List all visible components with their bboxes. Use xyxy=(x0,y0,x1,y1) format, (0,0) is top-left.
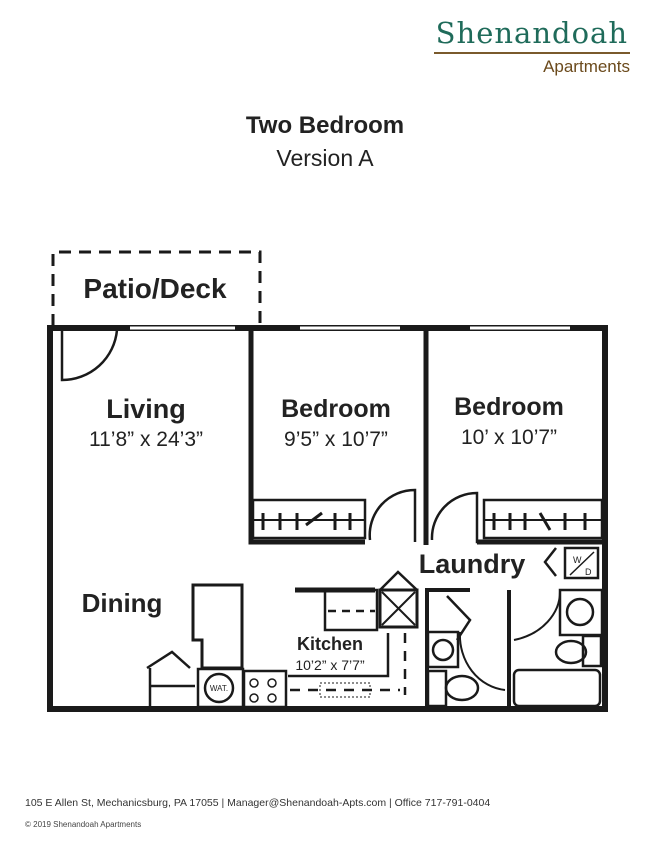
bedroom1-dimensions: 9’5” x 10’7” xyxy=(284,428,388,451)
plan-version: Version A xyxy=(276,145,374,171)
plan-title: Two Bedroom xyxy=(245,112,405,139)
bedroom1-label: Bedroom xyxy=(281,395,391,423)
footer-copyright: © 2019 Shenandoah Apartments xyxy=(25,820,142,829)
logo-name: Shenandoah xyxy=(433,16,630,54)
living-label: Living xyxy=(106,394,186,424)
kitchen-cabinet xyxy=(378,588,419,629)
bathtub xyxy=(512,668,602,708)
kitchen-label: Kitchen xyxy=(297,634,363,654)
logo: Shenandoah Apartments xyxy=(433,16,630,77)
logo-subtitle: Apartments xyxy=(543,57,630,76)
water-heater-label: WAT. xyxy=(210,684,228,693)
laundry-label: Laundry xyxy=(419,549,526,579)
washer-dryer xyxy=(563,546,600,580)
entry-door xyxy=(60,329,119,382)
bedroom2-door xyxy=(430,491,604,544)
dining-label: Dining xyxy=(82,588,163,618)
dryer-label: D xyxy=(585,567,592,577)
bedroom1-door xyxy=(368,488,417,542)
living-dimensions: 11’8” x 24’3” xyxy=(89,428,203,451)
footer-contact: 105 E Allen St, Mechanicsburg, PA 17055 … xyxy=(25,797,491,809)
bedroom2-label: Bedroom xyxy=(454,393,564,421)
refrigerator xyxy=(191,583,244,670)
patio-label: Patio/Deck xyxy=(83,273,227,304)
bedroom2-dimensions: 10’ x 10’7” xyxy=(461,426,557,449)
stove xyxy=(242,669,288,709)
kitchen-dimensions: 10’2” x 7’7” xyxy=(295,657,365,673)
washer-label: W xyxy=(573,555,582,565)
